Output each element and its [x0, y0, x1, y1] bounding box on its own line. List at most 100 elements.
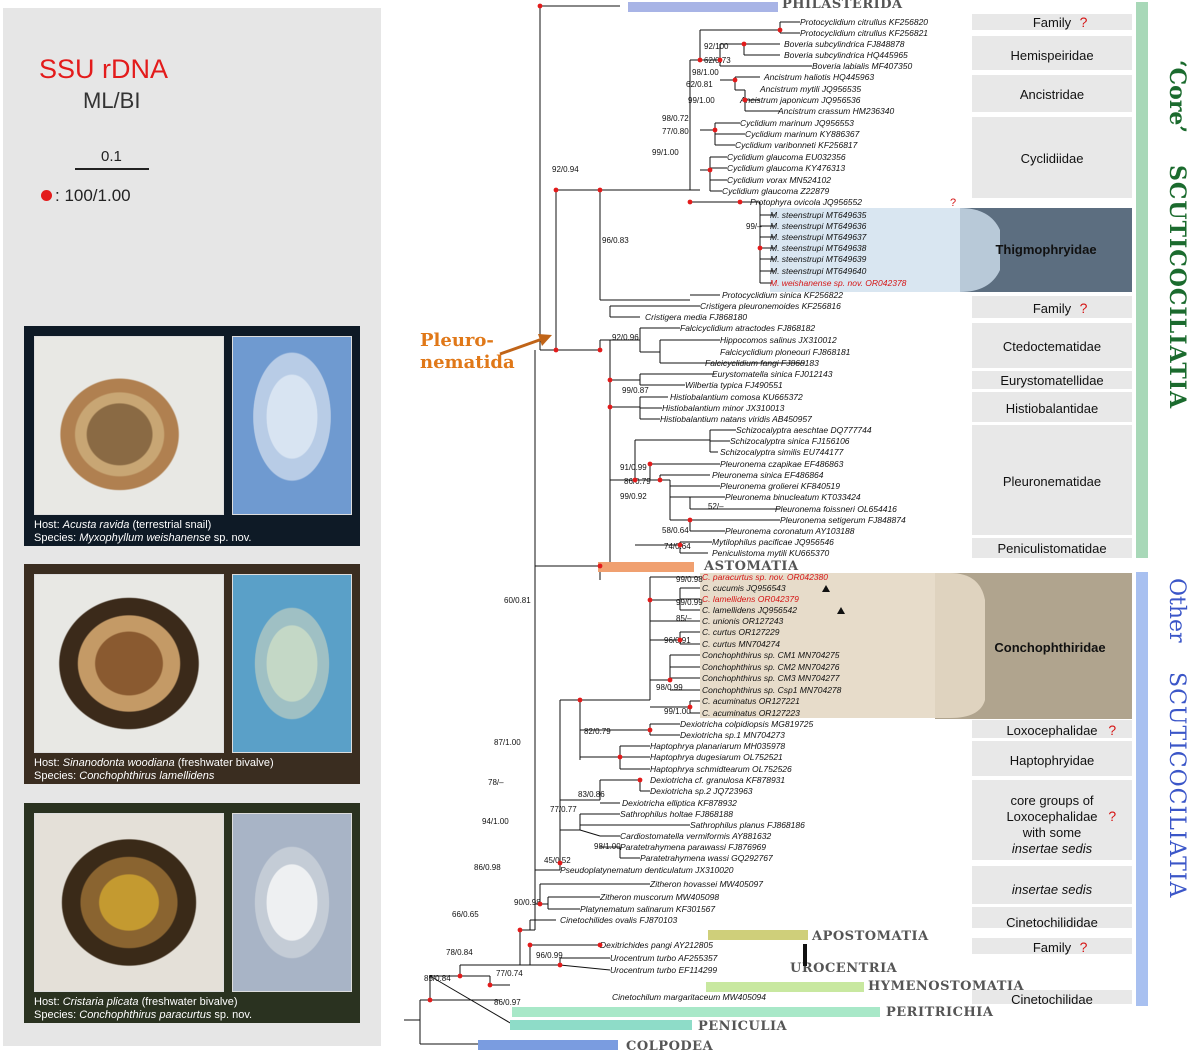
- taxon-label: Pleuronema setigerum FJ848874: [780, 515, 906, 525]
- group-bar: [598, 562, 694, 572]
- support-value: 78/–: [488, 778, 504, 787]
- support-value: 99/1.00: [664, 707, 691, 716]
- group-bar: [512, 1007, 880, 1017]
- taxon-label: Boveria subcylindrica HQ445965: [784, 50, 908, 60]
- taxon-label: Wilbertia typica FJ490551: [685, 380, 783, 390]
- taxon-label: Falcicyclidium fangi FJ868183: [705, 358, 819, 368]
- taxon-label: Urocentrum turbo EF114299: [610, 965, 717, 975]
- support-dot: [678, 543, 683, 548]
- support-dot: [688, 518, 693, 523]
- support-dot: [538, 4, 543, 9]
- group-label: HYMENOSTOMATIA: [868, 979, 1024, 994]
- question-mark-icon: ?: [1080, 14, 1088, 30]
- support-dot: [608, 405, 613, 410]
- support-dot: [428, 998, 433, 1003]
- taxon-label: Haptophrya dugesiarum OL752521: [650, 752, 783, 762]
- support-dot: [778, 28, 783, 33]
- taxon-label: Boveria labialis MF407350: [812, 61, 912, 71]
- taxon-label: Conchophthirus sp. Csp1 MN704278: [702, 685, 842, 695]
- taxon-label: Pseudoplatynematum denticulatum JX310020: [560, 865, 734, 875]
- taxon-label: Conchophthirus sp. CM3 MN704277: [702, 673, 840, 683]
- taxon-label: C. lamellidens OR042379: [702, 594, 799, 604]
- support-value: 82/0.79: [584, 727, 611, 736]
- family-label: Peniculistomatidae: [997, 541, 1106, 556]
- taxon-label: Cyclidium marinum KY886367: [745, 129, 860, 139]
- taxon-label: Zitheron muscorum MW405098: [599, 892, 719, 902]
- taxon-label: Cyclidium glaucoma EU032356: [727, 152, 846, 162]
- taxon-label: Cyclidium glaucoma Z22879: [722, 186, 830, 196]
- other-scuticociliatia-label: SCUTICOCILIATIA: [1164, 672, 1189, 899]
- taxon-label: Eurystomatella sinica FJ012143: [712, 369, 833, 379]
- support-dot: [618, 755, 623, 760]
- support-value: 83/0.86: [578, 790, 605, 799]
- support-value: 66/0.65: [452, 910, 479, 919]
- taxon-label: C. curtus MN704274: [702, 639, 780, 649]
- support-value: 77/0.80: [662, 127, 689, 136]
- support-dot: [518, 928, 523, 933]
- taxon-label: Ancistrum crassum HM236340: [777, 106, 894, 116]
- group-bar: [708, 930, 808, 940]
- question-mark-icon: ?: [1080, 300, 1088, 316]
- support-value: 62/0.73: [704, 56, 731, 65]
- support-dot: [688, 200, 693, 205]
- taxon-label: Urocentrum turbo AF255357: [610, 953, 718, 963]
- taxon-label: Dexiotricha colpidiopsis MG819725: [680, 719, 814, 729]
- family-label: Loxocephalidae: [1006, 723, 1097, 738]
- taxon-label: Cyclidium varibonneti KF256817: [735, 140, 858, 150]
- taxon-label: Haptophrya planariarum MH035978: [650, 741, 785, 751]
- taxon-label: M. steenstrupi MT649637: [770, 232, 867, 242]
- family-label: Cinetochilididae: [1006, 915, 1098, 930]
- support-dot: [668, 678, 673, 683]
- support-value: 85/–: [676, 614, 692, 623]
- support-dot: [733, 78, 738, 83]
- support-dot: [608, 378, 613, 383]
- family-label: Cyclidiidae: [1021, 151, 1084, 166]
- group-bar: [510, 1020, 692, 1030]
- support-value: 77/0.77: [550, 805, 577, 814]
- family-label: Pleuronematidae: [1003, 474, 1101, 489]
- taxon-label: Pleuronema grolierei KF840519: [720, 481, 840, 491]
- support-value: 96/0.83: [602, 236, 629, 245]
- support-value: 99/0.99: [676, 598, 703, 607]
- support-dot: [458, 974, 463, 979]
- taxon-label: Zitheron hovassei MW405097: [649, 879, 763, 889]
- support-dot: [558, 963, 563, 968]
- family-label: Family: [1033, 940, 1072, 955]
- taxon-label: Cristigera pleuronemoides KF256816: [700, 301, 841, 311]
- taxon-label: Protocyclidium citrullus KF256821: [800, 28, 928, 38]
- support-dot: [758, 246, 763, 251]
- taxon-label: Cyclidium marinum JQ956553: [740, 118, 854, 128]
- group-label: COLPODEA: [626, 1039, 714, 1054]
- support-dot: [738, 200, 743, 205]
- support-value: 74/0.64: [664, 542, 691, 551]
- taxon-label: Dexiotricha elliptica KF878932: [622, 798, 737, 808]
- support-dot: [718, 58, 723, 63]
- taxon-label: Schizocalyptra sinica FJ156106: [730, 436, 850, 446]
- other-scuticociliatia-bar: [1136, 572, 1148, 1006]
- taxon-label: Haptophrya schmidtearum OL752526: [650, 764, 792, 774]
- support-dot: [598, 564, 603, 569]
- taxon-label: Sathrophilus planus FJ868186: [690, 820, 805, 830]
- taxon-label: Protocyclidium sinica KF256822: [722, 290, 843, 300]
- support-value: 86/0.79: [624, 477, 651, 486]
- taxon-label: Pleuronema sinica EF486864: [712, 470, 824, 480]
- family-label: Loxocephalidae: [1006, 809, 1097, 824]
- support-value: 52/–: [708, 502, 724, 511]
- group-bar: [478, 1040, 618, 1050]
- branch: [580, 830, 600, 836]
- taxon-label: Boveria subcylindrica FJ848878: [784, 39, 905, 49]
- taxon-label: Pleuronema czapikae EF486863: [720, 459, 844, 469]
- family-label: Hemispeiridae: [1010, 48, 1093, 63]
- support-dot: [648, 728, 653, 733]
- taxon-label: Protocyclidium citrullus KF256820: [800, 17, 928, 27]
- family-label: Family: [1033, 15, 1072, 30]
- taxon-label: Schizocalyptra similis EU744177: [720, 447, 844, 457]
- support-value: 94/1.00: [482, 817, 509, 826]
- support-dot: [558, 861, 563, 866]
- urocentria-marker: [803, 944, 807, 966]
- pleuronematida-arrow-icon: [500, 334, 552, 354]
- branch: [560, 965, 610, 970]
- family-label: insertae sedis: [1012, 841, 1093, 856]
- taxon-label: Hippocomos salinus JX310012: [720, 335, 837, 345]
